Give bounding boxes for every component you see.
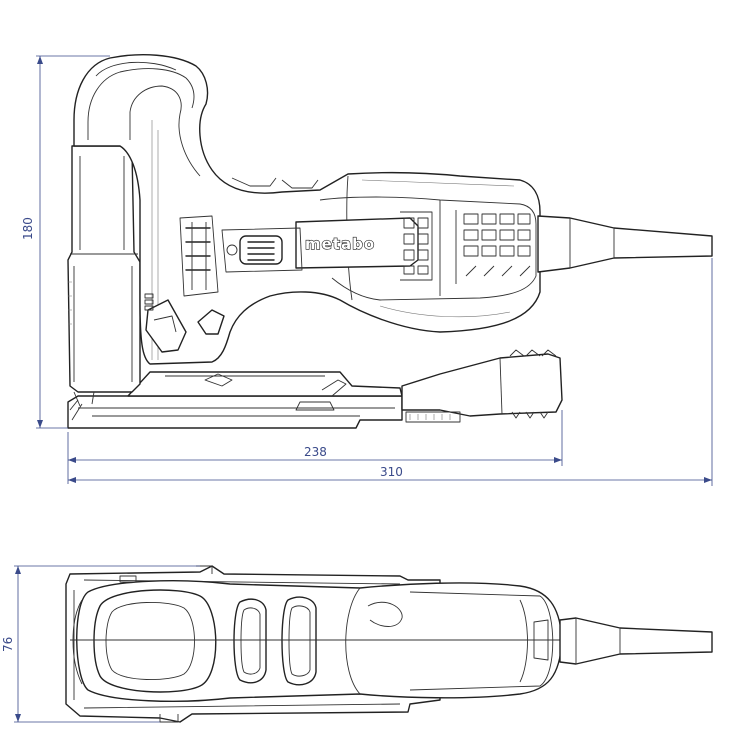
grip-recess-2 [281,596,317,686]
brand-logo: metabo [305,235,375,253]
pendulum-selector [179,215,219,297]
dimension-base-length-label: 238 [304,445,327,459]
blade-lever [144,293,225,353]
dimension-height: 180 [21,55,110,429]
power-cable [537,215,713,273]
dimension-width: 76 [1,565,200,723]
dust-nozzle [401,349,563,423]
speed-switch [221,227,303,273]
top-body [76,580,563,702]
vent-grille [400,211,531,281]
dimension-width-label: 76 [1,637,15,652]
dimension-total-length: 310 [68,258,713,486]
dimension-base-length: 238 [67,410,563,484]
grip-recess-1 [233,598,267,684]
top-handle [93,589,217,693]
brand-plate: metabo [295,217,419,269]
handle [73,54,541,365]
front-housing [67,145,141,407]
top-view: 76 [1,565,713,723]
dimension-total-length-label: 310 [380,465,403,479]
base-plate [67,395,403,429]
side-view: metabo [21,54,713,486]
dimension-height-label: 180 [21,217,35,240]
top-power-cable [559,617,713,665]
